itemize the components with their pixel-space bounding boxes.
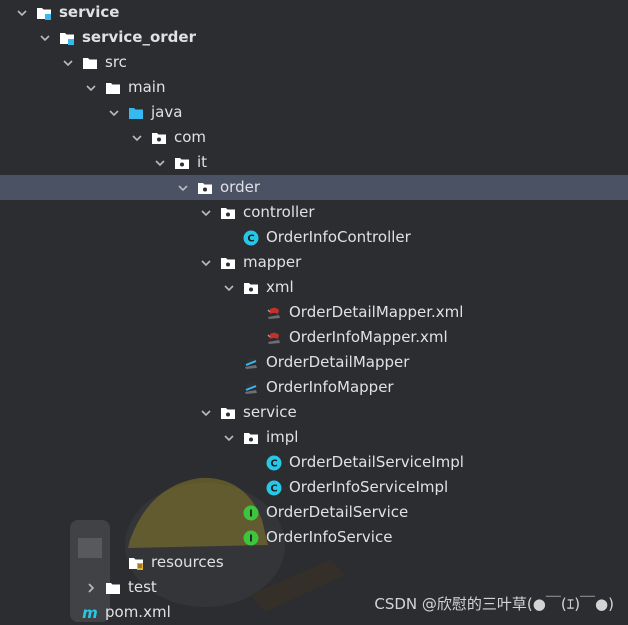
tree-item-label: it [197,153,208,171]
tree-item-label: OrderInfoService [266,528,393,546]
package-icon [197,180,213,196]
svg-text:C: C [270,458,277,469]
svg-text:C: C [270,483,277,494]
folder-icon [105,80,121,96]
svg-text:C: C [247,233,254,244]
chevron-down-icon[interactable] [175,180,191,196]
svg-text:m: m [82,605,98,621]
chevron-down-icon[interactable] [83,80,99,96]
tree-item-label: service_order [82,28,196,46]
tree-item-label: OrderDetailServiceImpl [289,453,464,471]
tree-item-label: com [174,128,207,146]
tree-item-label: xml [266,278,294,296]
tree-item-label: resources [151,553,224,571]
mybatis-xml-icon [266,305,282,321]
tree-item-label: src [105,53,127,71]
tree-item-orderinfocontroller[interactable]: C OrderInfoController [0,225,628,250]
tree-item-resources[interactable]: resources [0,550,628,575]
chevron-down-icon[interactable] [198,205,214,221]
tree-item-label: order [220,178,260,196]
chevron-down-icon[interactable] [129,130,145,146]
package-icon [243,430,259,446]
resources-folder-icon [128,555,144,571]
source-folder-icon [128,105,144,121]
tree-item-label: OrderDetailMapper.xml [289,303,464,321]
tree-item-controller[interactable]: controller [0,200,628,225]
chevron-right-icon[interactable] [83,580,99,596]
chevron-down-icon[interactable] [106,105,122,121]
tree-item-orderdetailmapper-xml[interactable]: OrderDetailMapper.xml [0,300,628,325]
chevron-down-icon[interactable] [37,30,53,46]
tree-item-service-order[interactable]: service_order [0,25,628,50]
tree-item-label: service [59,3,120,21]
chevron-down-icon[interactable] [198,255,214,271]
tree-item-pom-xml[interactable]: m pom.xml [0,600,628,625]
tree-item-orderinfomapper[interactable]: OrderInfoMapper [0,375,628,400]
chevron-down-icon[interactable] [221,280,237,296]
folder-icon [82,55,98,71]
tree-item-src[interactable]: src [0,50,628,75]
tree-item-label: OrderDetailService [266,503,409,521]
class-icon: C [243,230,259,246]
tree-item-orderinfoservice[interactable]: I OrderInfoService [0,525,628,550]
chevron-down-icon[interactable] [221,430,237,446]
tree-item-orderdetailmapper[interactable]: OrderDetailMapper [0,350,628,375]
tree-item-service[interactable]: service [0,0,628,25]
tree-item-service[interactable]: service [0,400,628,425]
tree-item-mapper[interactable]: mapper [0,250,628,275]
tree-item-orderinfoserviceimpl[interactable]: C OrderInfoServiceImpl [0,475,628,500]
maven-icon: m [82,605,98,621]
tree-item-label: mapper [243,253,302,271]
tree-item-xml[interactable]: xml [0,275,628,300]
tree-item-label: OrderDetailMapper [266,353,410,371]
chevron-down-icon[interactable] [14,5,30,21]
class-icon: C [266,480,282,496]
chevron-down-icon[interactable] [60,55,76,71]
folder-icon [105,580,121,596]
module-icon [36,5,52,21]
package-icon [243,280,259,296]
chevron-down-icon[interactable] [152,155,168,171]
tree-item-java[interactable]: java [0,100,628,125]
tree-item-label: test [128,578,157,596]
tree-item-main[interactable]: main [0,75,628,100]
mybatis-xml-icon [266,330,282,346]
tree-item-com[interactable]: com [0,125,628,150]
tree-item-order[interactable]: order [0,175,628,200]
tree-item-label: OrderInfoServiceImpl [289,478,449,496]
tree-item-label: impl [266,428,299,446]
tree-item-orderdetailserviceimpl[interactable]: C OrderDetailServiceImpl [0,450,628,475]
tree-item-label: controller [243,203,315,221]
csdn-watermark: CSDN @欣慰的三叶草(●￣(ｴ)￣●) [374,595,614,613]
package-icon [220,205,236,221]
tree-item-orderdetailservice[interactable]: I OrderDetailService [0,500,628,525]
chevron-down-icon[interactable] [198,405,214,421]
package-icon [220,255,236,271]
tree-item-label: OrderInfoController [266,228,411,246]
package-icon [220,405,236,421]
package-icon [174,155,190,171]
svg-text:I: I [249,533,253,544]
mybatis-mapper-icon [243,355,259,371]
tree-item-label: main [128,78,166,96]
interface-icon: I [243,505,259,521]
tree-item-test[interactable]: test [0,575,628,600]
tree-item-label: OrderInfoMapper [266,378,394,396]
interface-icon: I [243,530,259,546]
package-icon [151,130,167,146]
svg-text:I: I [249,508,253,519]
class-icon: C [266,455,282,471]
mybatis-mapper-icon [243,380,259,396]
module-icon [59,30,75,46]
tree-item-label: pom.xml [105,603,171,621]
tree-item-label: java [151,103,183,121]
tree-item-impl[interactable]: impl [0,425,628,450]
tree-item-it[interactable]: it [0,150,628,175]
tree-item-label: service [243,403,297,421]
tree-item-label: OrderInfoMapper.xml [289,328,448,346]
tree-item-orderinfomapper-xml[interactable]: OrderInfoMapper.xml [0,325,628,350]
